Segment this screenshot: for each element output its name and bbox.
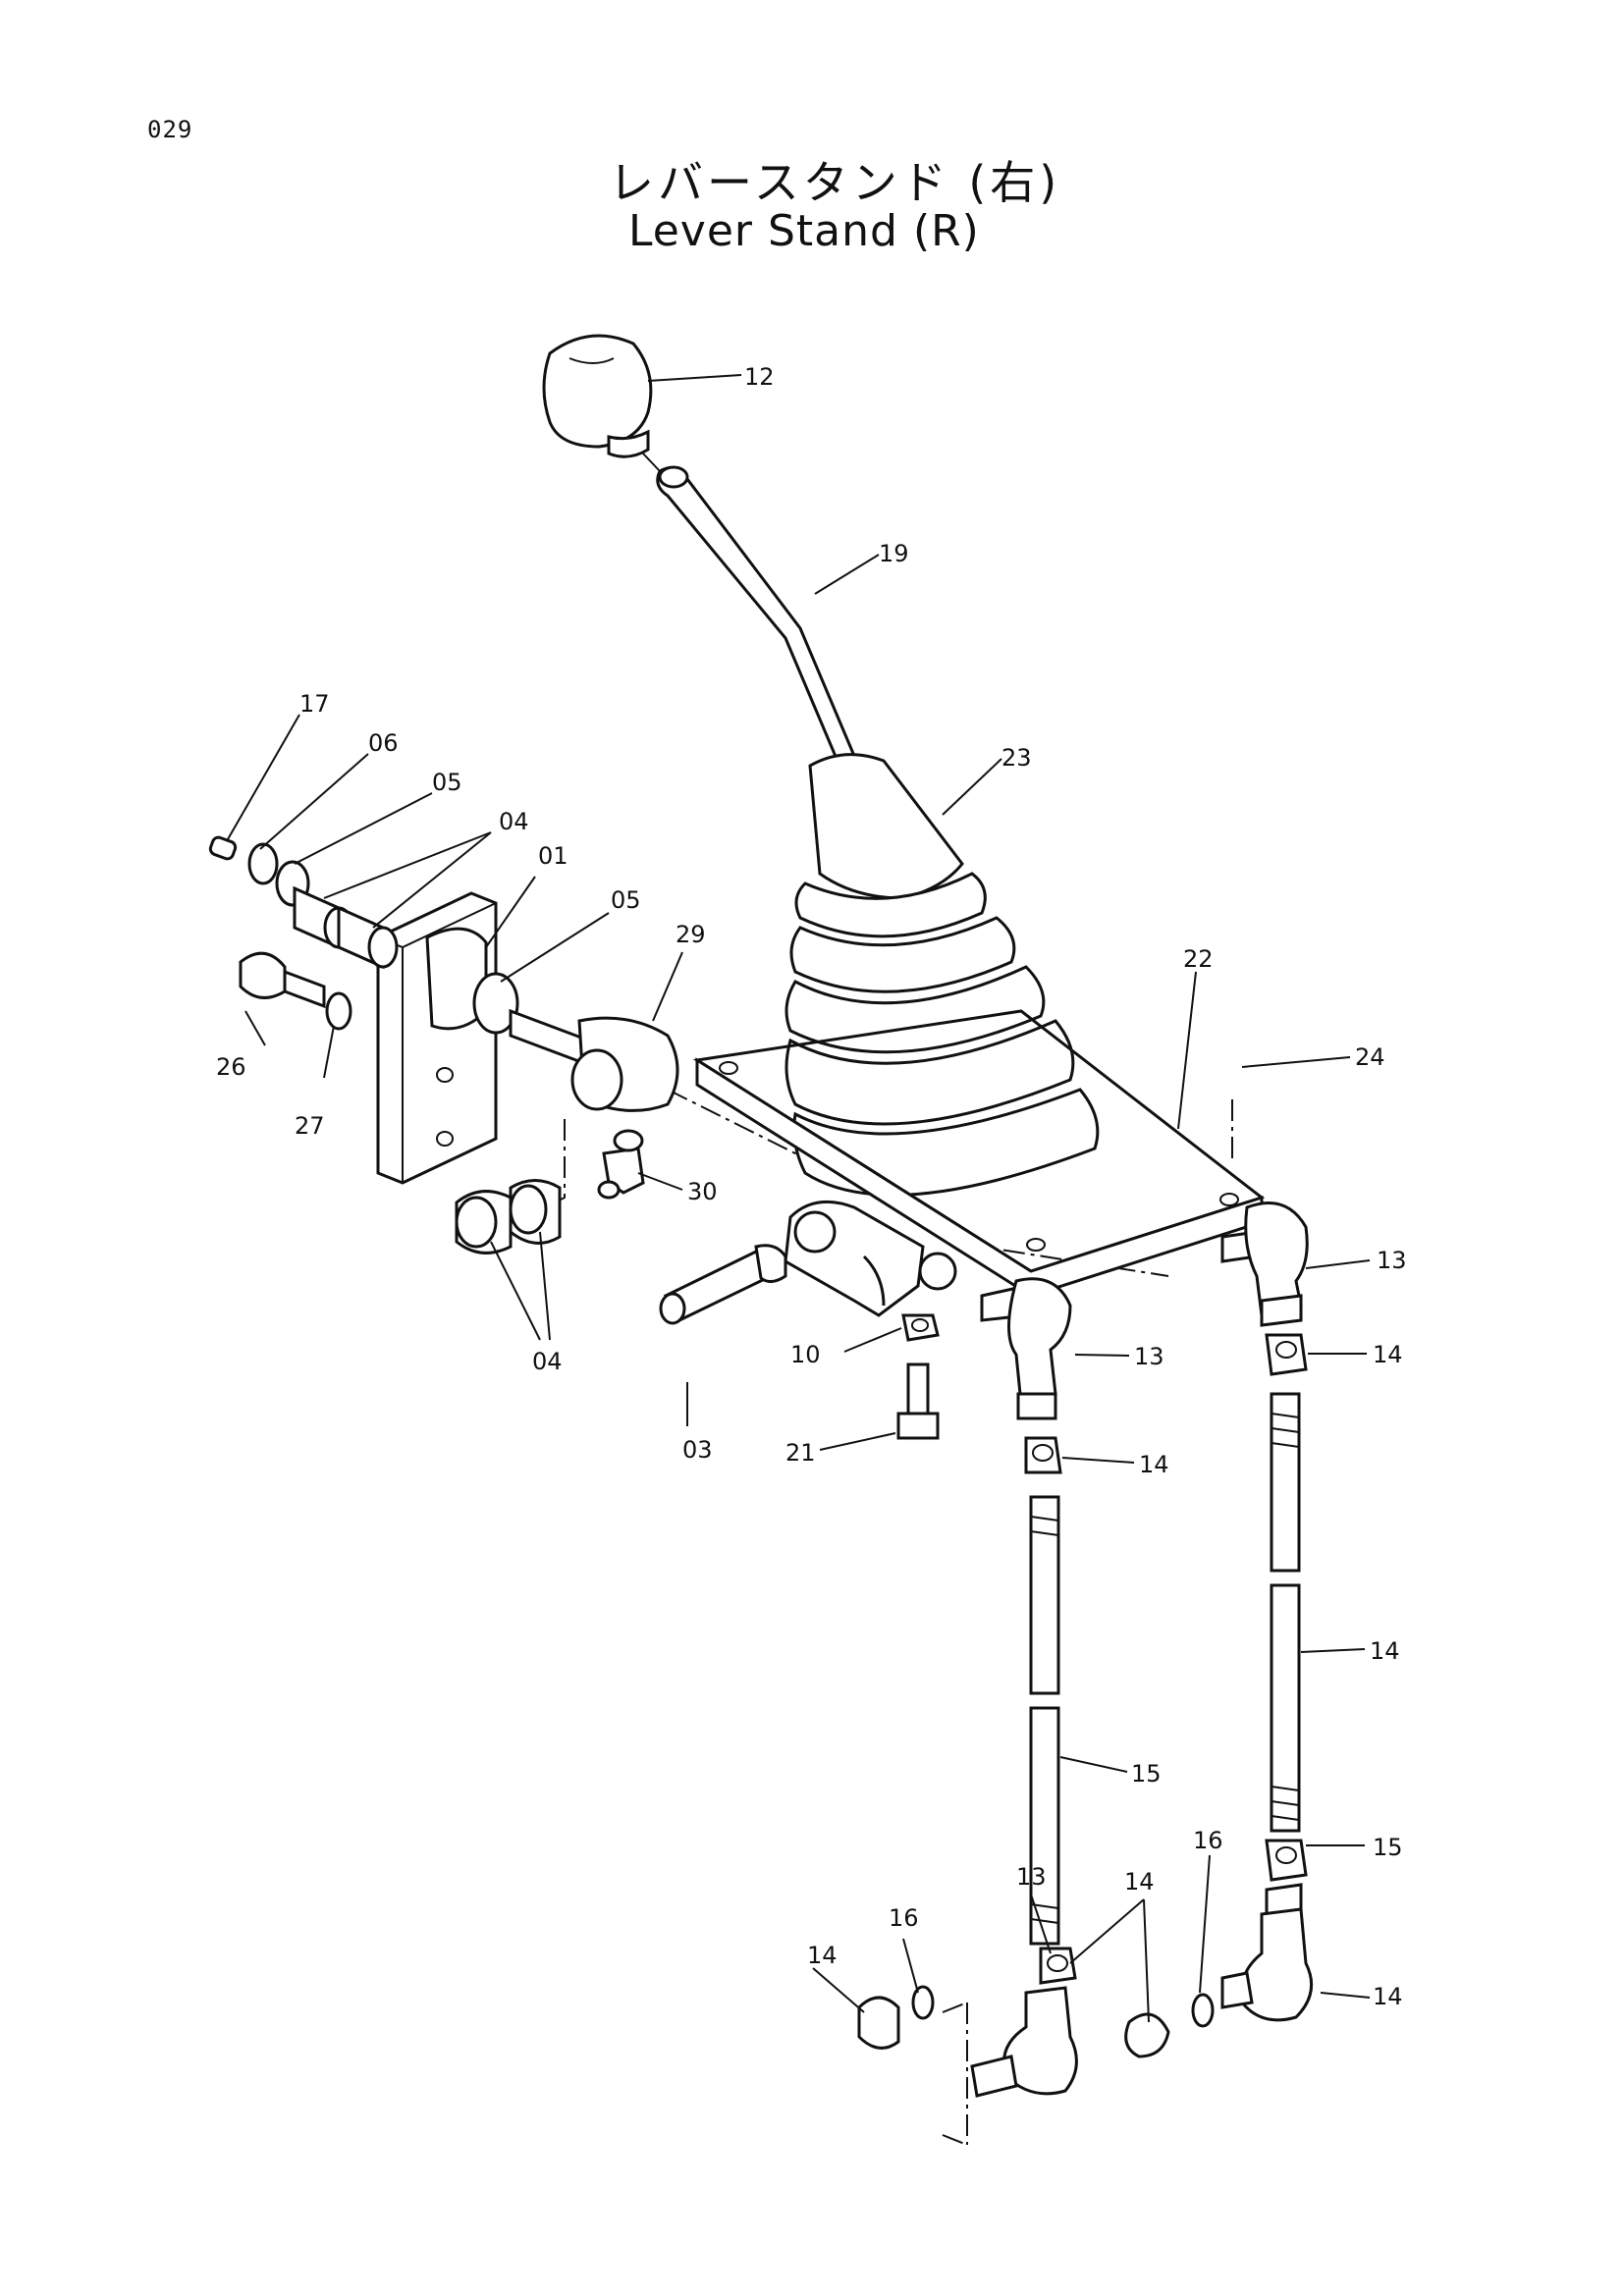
leader-line	[1177, 971, 1197, 1130]
assembly-line	[942, 2002, 968, 2013]
callout-label: 15	[1373, 1834, 1403, 1861]
callout-label: 14	[1373, 1983, 1403, 2010]
rod-right-upper	[1270, 1392, 1301, 1573]
bolt-washer-left	[239, 951, 352, 1031]
leader-line	[902, 1938, 919, 1994]
assembly-line	[524, 1119, 566, 1218]
callout-label: 14	[1373, 1341, 1403, 1368]
callout-label: 01	[538, 842, 568, 870]
leader-line	[227, 714, 300, 840]
leader-line	[1199, 1854, 1211, 1994]
rod-end-right	[1220, 1201, 1309, 1327]
rod-middle-lower	[1029, 1706, 1060, 1946]
knob-part	[542, 334, 653, 458]
leader-line	[244, 1010, 266, 1046]
leader-line	[372, 831, 492, 929]
callout-label: 14	[1139, 1451, 1169, 1478]
leader-line	[637, 1172, 683, 1191]
callout-label: 14	[1124, 1868, 1155, 1896]
rod-end-lower-middle	[857, 1947, 1078, 2098]
title-english: Lever Stand (R)	[628, 206, 980, 256]
pin-part	[659, 1244, 787, 1325]
callout-label: 22	[1183, 945, 1214, 973]
callout-label: 13	[1016, 1863, 1047, 1891]
assembly-line	[942, 2134, 968, 2146]
callout-label: 06	[368, 729, 399, 757]
leader-line	[942, 758, 1002, 816]
leader-line	[1241, 1056, 1351, 1068]
boot-part	[784, 753, 1100, 1197]
callout-label: 13	[1377, 1247, 1407, 1274]
leader-line	[1061, 1457, 1135, 1464]
leader-line	[323, 831, 492, 899]
callout-label: 12	[744, 363, 775, 391]
leader-line	[1069, 1898, 1145, 1964]
rod-middle-upper	[1024, 1436, 1062, 1695]
leader-line	[1059, 1756, 1128, 1773]
grease-fitting	[597, 1129, 645, 1200]
callout-label: 14	[1370, 1637, 1400, 1665]
callout-label: 23	[1001, 744, 1032, 772]
leader-line	[259, 753, 369, 850]
leader-line	[652, 951, 683, 1022]
rod-end-middle	[980, 1277, 1072, 1420]
small-parts-left	[208, 835, 399, 970]
callout-label: 04	[499, 808, 529, 835]
callout-label: 26	[216, 1053, 246, 1081]
leader-line	[814, 554, 880, 595]
callout-label: 16	[889, 1904, 919, 1932]
callout-label: 03	[682, 1436, 713, 1464]
callout-label: 04	[532, 1348, 563, 1375]
title-japanese: レバースタンド (右)	[609, 156, 1061, 209]
callout-label: 30	[687, 1178, 718, 1205]
leader-line	[1074, 1354, 1130, 1357]
rod-right-lower	[1270, 1583, 1301, 1833]
leader-line	[1030, 1894, 1052, 1954]
leader-line	[1143, 1898, 1150, 2023]
callout-label: 10	[790, 1341, 821, 1368]
callout-label: 14	[807, 1942, 838, 1969]
callout-label: 13	[1134, 1343, 1164, 1370]
leader-line	[1300, 1648, 1366, 1653]
leader-line	[485, 876, 536, 948]
knob-fit-line	[642, 453, 661, 472]
shaft-boss	[472, 972, 679, 1112]
callout-label: 19	[879, 540, 909, 567]
bracket-part	[376, 891, 498, 1185]
leader-line	[843, 1327, 902, 1353]
callout-label: 05	[432, 769, 462, 796]
callout-label: 24	[1355, 1043, 1385, 1071]
callout-label: 15	[1131, 1760, 1162, 1788]
leader-line	[647, 374, 742, 382]
leader-line	[812, 1967, 865, 2013]
callout-label: 05	[611, 886, 641, 914]
bushings-lower	[455, 1179, 562, 1255]
callout-label: 16	[1193, 1827, 1223, 1854]
leader-line	[819, 1432, 896, 1451]
leader-line	[1320, 1992, 1371, 1999]
callout-label: 21	[785, 1439, 816, 1467]
nuts-right	[1265, 1333, 1308, 1882]
callout-label: 29	[676, 921, 706, 948]
nut-bolt-lower	[896, 1313, 940, 1440]
callout-label: 27	[295, 1112, 325, 1140]
leader-line	[323, 1025, 335, 1079]
lever-rod-part	[656, 465, 856, 769]
leader-line	[490, 1241, 541, 1341]
leader-line	[294, 792, 433, 865]
leader-line	[500, 912, 610, 983]
lever-body	[784, 1200, 957, 1317]
leader-line	[1305, 1259, 1371, 1269]
leader-line	[539, 1231, 551, 1341]
page-number: 029	[147, 116, 193, 143]
callout-label: 17	[299, 690, 330, 718]
rod-end-lower-right	[1124, 1883, 1314, 2058]
